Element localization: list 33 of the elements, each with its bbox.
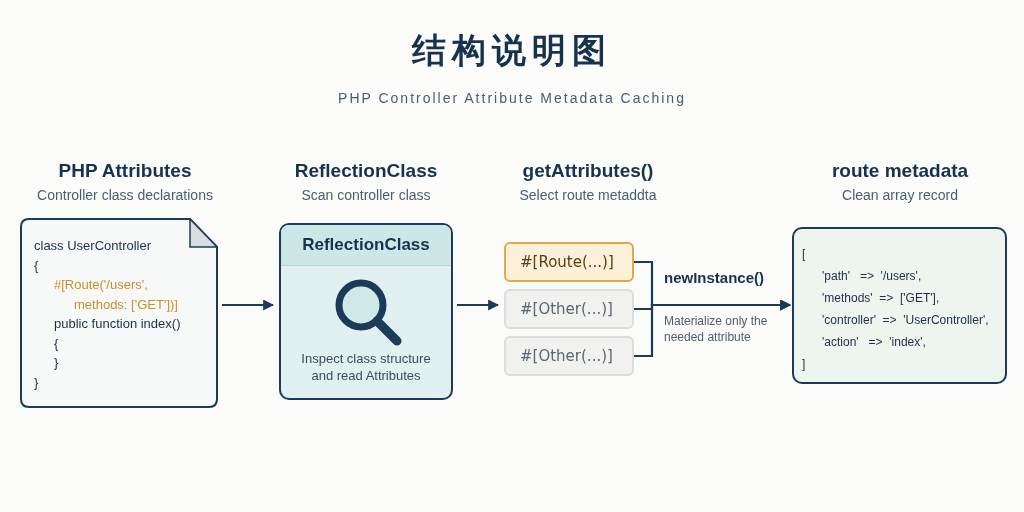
column-subtitle: Controller class declarations [36,187,214,203]
code-line: methods: ['GET'])] [73,295,179,314]
code-line: 'path' => '/users', [821,268,923,285]
panel-title: ReflectionClass [281,225,451,266]
attribute-chip: #[Route(...)] [504,242,634,282]
column-heading: getAttributes() [521,160,655,182]
code-line: class UserController [34,237,153,255]
code-line: } [34,373,40,392]
arrow [222,299,275,311]
code-line: { [53,334,60,353]
attribute-chip: #[Other(...)] [504,336,634,376]
arrow [634,299,792,358]
column-heading: ReflectionClass [293,160,439,182]
panel-description: Inspect class structure and read Attributes [300,350,432,384]
code-line: } [53,354,60,372]
column-heading: route metadata [830,160,970,182]
code-line: { [34,256,40,275]
code-line: 'methods' => ['GET'], [821,290,941,307]
diagram-subtitle: PHP Controller Attribute Metadata Caching [338,90,686,106]
code-line: public function index() [53,315,181,333]
code-line: #[Route('/users', [53,276,149,294]
attribute-chip: #[Other(...)] [504,289,634,329]
code-line: ] [802,356,807,373]
note-text: Materialize only the needed attribute [664,313,769,345]
arrow [457,299,500,311]
column-subtitle: Select route metaddta [518,187,658,203]
column-subtitle: Clean array record [841,187,959,203]
column-heading: PHP Attributes [57,160,193,182]
code-line: [ [802,246,807,263]
column-subtitle: Scan controller class [300,187,432,203]
code-line: 'action' => 'index', [821,334,927,351]
diagram-title: 结构说明图 [412,29,612,72]
code-line: 'controller' => 'UserController', [821,312,989,329]
